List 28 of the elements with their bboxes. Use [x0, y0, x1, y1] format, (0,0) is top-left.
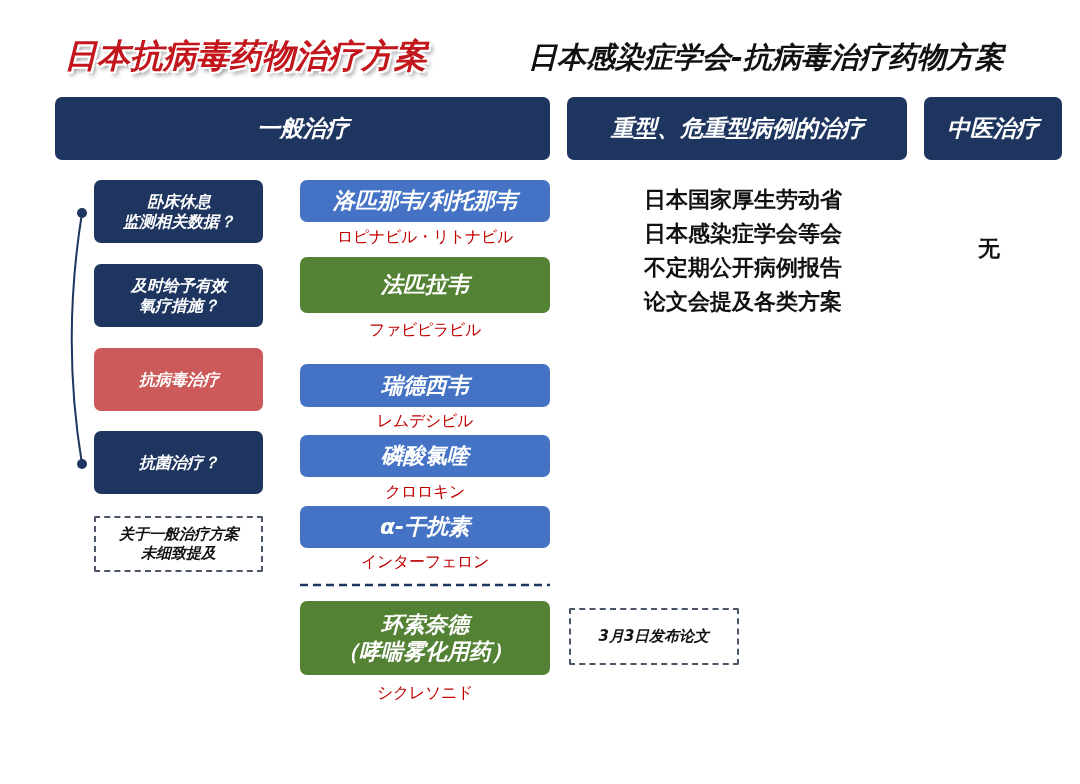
note-text: 关于一般治疗方案未细致提及 [117, 525, 241, 563]
box-label: 抗菌治疗？ [138, 452, 219, 473]
page-subtitle: 日本感染症学会-抗病毒治疗药物方案 [528, 39, 1005, 76]
cell-text: 无 [978, 235, 1000, 263]
box-label: 抗病毒治疗 [138, 369, 219, 390]
box-label: 及时给予有效氧疗措施？ [129, 275, 230, 316]
drug-label: 磷酸氯喹 [381, 442, 469, 470]
header-box [567, 97, 907, 160]
drug-caption: シクレソニド [376, 683, 474, 703]
box-label: 监测相关数据？ [122, 211, 235, 232]
box-label: 卧床休息 [146, 191, 211, 212]
drug-caption: レムデシビル [376, 411, 474, 431]
header-box [924, 97, 1062, 160]
drug-label: α-干扰素 [379, 513, 471, 541]
drug-caption: ファビピラビル [368, 320, 482, 340]
treatment-box [94, 264, 263, 327]
drug-caption: ロピナビル・リトナビル [336, 227, 514, 247]
drug-caption: クロロキン [384, 482, 466, 502]
treatment-box [94, 348, 263, 411]
note-text: 3月3日发布论文 [598, 627, 710, 646]
drug-label: （哮喘雾化用药） [337, 638, 513, 666]
note-box [569, 608, 739, 665]
treatment-box [94, 180, 263, 243]
drug-caption: インターフェロン [360, 552, 490, 572]
treatment-box [94, 431, 263, 494]
header-box [55, 97, 550, 160]
note-box [94, 516, 263, 572]
note-text: 日本国家厚生劳动省日本感染症学会等会不定期公开病例报告论文会提及各类方案 [642, 186, 843, 316]
